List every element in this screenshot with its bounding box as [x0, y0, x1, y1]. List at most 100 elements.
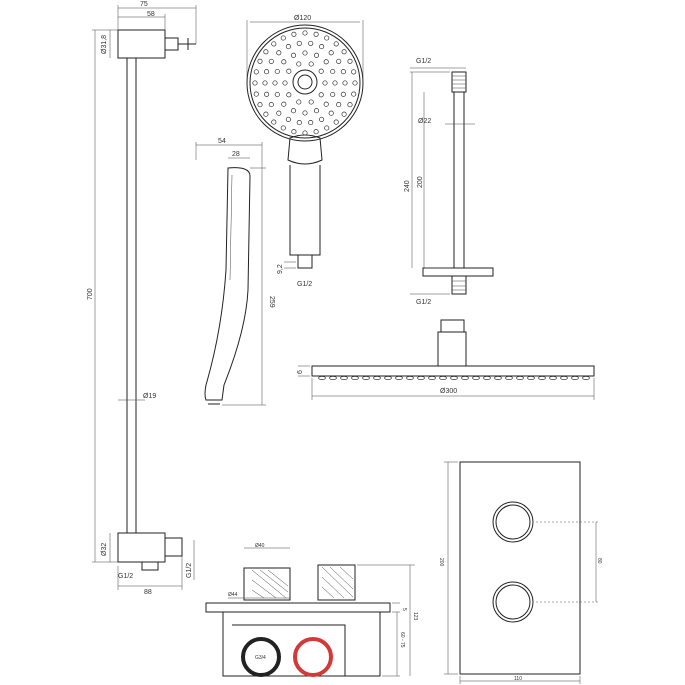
- nozzle: [330, 91, 336, 98]
- hand-shower-head-dia: Ø120: [294, 15, 311, 22]
- nozzle: [340, 91, 346, 97]
- nozzle: [341, 111, 347, 117]
- nozzle: [333, 41, 339, 47]
- hand-shower-front-view: [246, 20, 364, 269]
- concealed-depth-small: 5: [401, 608, 407, 611]
- nozzle: [340, 69, 346, 75]
- overhead-nozzle: [406, 376, 414, 380]
- nozzle: [272, 80, 278, 86]
- nozzle: [302, 30, 308, 36]
- nozzle: [282, 80, 288, 86]
- overhead-shower: [298, 319, 595, 400]
- nozzle: [262, 80, 268, 86]
- overhead-nozzle: [549, 376, 557, 380]
- nozzle: [257, 58, 263, 64]
- cover-plate-width: 110: [514, 676, 522, 682]
- nozzle: [268, 58, 274, 64]
- concealed-total-depth: 123: [412, 612, 418, 621]
- overhead-nozzle: [329, 376, 337, 380]
- nozzle: [333, 119, 339, 125]
- slide-rail-length: 700: [87, 288, 94, 300]
- nozzle: [313, 129, 319, 135]
- overhead-dia: Ø300: [440, 388, 457, 395]
- overhead-nozzle: [428, 376, 436, 380]
- shower-arm-overall: 240: [404, 180, 411, 192]
- nozzle: [324, 125, 330, 131]
- nozzle: [264, 69, 270, 75]
- nozzle: [313, 52, 320, 58]
- gray-port: [241, 637, 281, 677]
- nozzle: [296, 40, 302, 46]
- nozzle: [281, 101, 287, 107]
- nozzle: [280, 35, 286, 41]
- nozzle: [308, 120, 314, 126]
- hand-shower-thickness: 28: [232, 151, 240, 158]
- nozzle: [302, 50, 308, 56]
- nozzle: [319, 44, 325, 50]
- nozzle: [352, 80, 358, 86]
- overhead-thickness: 6: [297, 370, 304, 374]
- concealed-flange-dia: Ø44: [228, 592, 238, 598]
- nozzle: [318, 68, 324, 74]
- nozzle: [336, 102, 342, 108]
- nozzle: [276, 110, 282, 116]
- cover-plate-spacing: 80: [596, 558, 602, 564]
- concealed-knob-dia: Ø40: [255, 543, 265, 549]
- nozzle: [296, 61, 302, 67]
- concealed-port: G3/4: [255, 655, 266, 661]
- slide-rail-side-outlet: G1/2: [186, 563, 193, 578]
- nozzle: [328, 50, 334, 56]
- overhead-nozzle: [538, 376, 546, 380]
- nozzle: [285, 116, 291, 122]
- overhead-nozzle: [351, 376, 359, 380]
- nozzle: [271, 41, 277, 47]
- nozzle: [347, 58, 353, 64]
- nozzle: [330, 68, 336, 75]
- hand-shower-connection: G1/2: [297, 281, 312, 288]
- nozzle: [323, 59, 329, 65]
- nozzle: [280, 125, 286, 131]
- overhead-nozzle: [373, 376, 381, 380]
- overhead-nozzle: [527, 376, 535, 380]
- shower-arm-length: 200: [417, 176, 424, 188]
- overhead-nozzle: [384, 376, 392, 380]
- nozzle: [332, 80, 338, 86]
- overhead-nozzle: [571, 376, 579, 380]
- nozzle: [264, 91, 270, 97]
- overhead-nozzle: [505, 376, 513, 380]
- nozzle: [351, 91, 357, 97]
- nozzle: [336, 58, 342, 64]
- nozzle: [263, 49, 269, 55]
- nozzle: [257, 102, 263, 108]
- nozzle: [291, 31, 297, 37]
- cover-plate-height: 200: [438, 558, 444, 567]
- nozzle: [286, 92, 292, 98]
- nozzle: [296, 120, 302, 126]
- slide-rail-dia: Ø19: [143, 393, 156, 400]
- hand-shower-thread-len: 9,2: [277, 264, 284, 274]
- nozzle: [308, 40, 314, 46]
- overhead-nozzle: [560, 376, 568, 380]
- shower-arm-top-thread: G1/2: [416, 58, 431, 65]
- nozzle: [276, 50, 282, 56]
- hand-shower-side-view: [195, 142, 266, 406]
- nozzle: [253, 91, 259, 97]
- nozzle: [291, 129, 297, 135]
- nozzle: [302, 130, 308, 136]
- nozzle: [253, 69, 259, 75]
- nozzle: [313, 31, 319, 37]
- slide-rail-bracket-dia: Ø31,8: [101, 35, 108, 54]
- nozzle: [319, 116, 325, 122]
- nozzle: [324, 35, 330, 41]
- shower-arm-bottom-thread: G1/2: [416, 299, 431, 306]
- overhead-nozzle: [362, 376, 370, 380]
- nozzle: [252, 80, 258, 86]
- shower-arm-pipe-dia: Ø22: [418, 118, 431, 125]
- slide-rail: [92, 5, 197, 590]
- nozzle: [263, 111, 269, 117]
- overhead-nozzle: [472, 376, 480, 380]
- overhead-nozzle: [439, 376, 447, 380]
- overhead-nozzle: [582, 376, 590, 380]
- overhead-nozzle: [318, 376, 326, 380]
- nozzle: [347, 102, 353, 108]
